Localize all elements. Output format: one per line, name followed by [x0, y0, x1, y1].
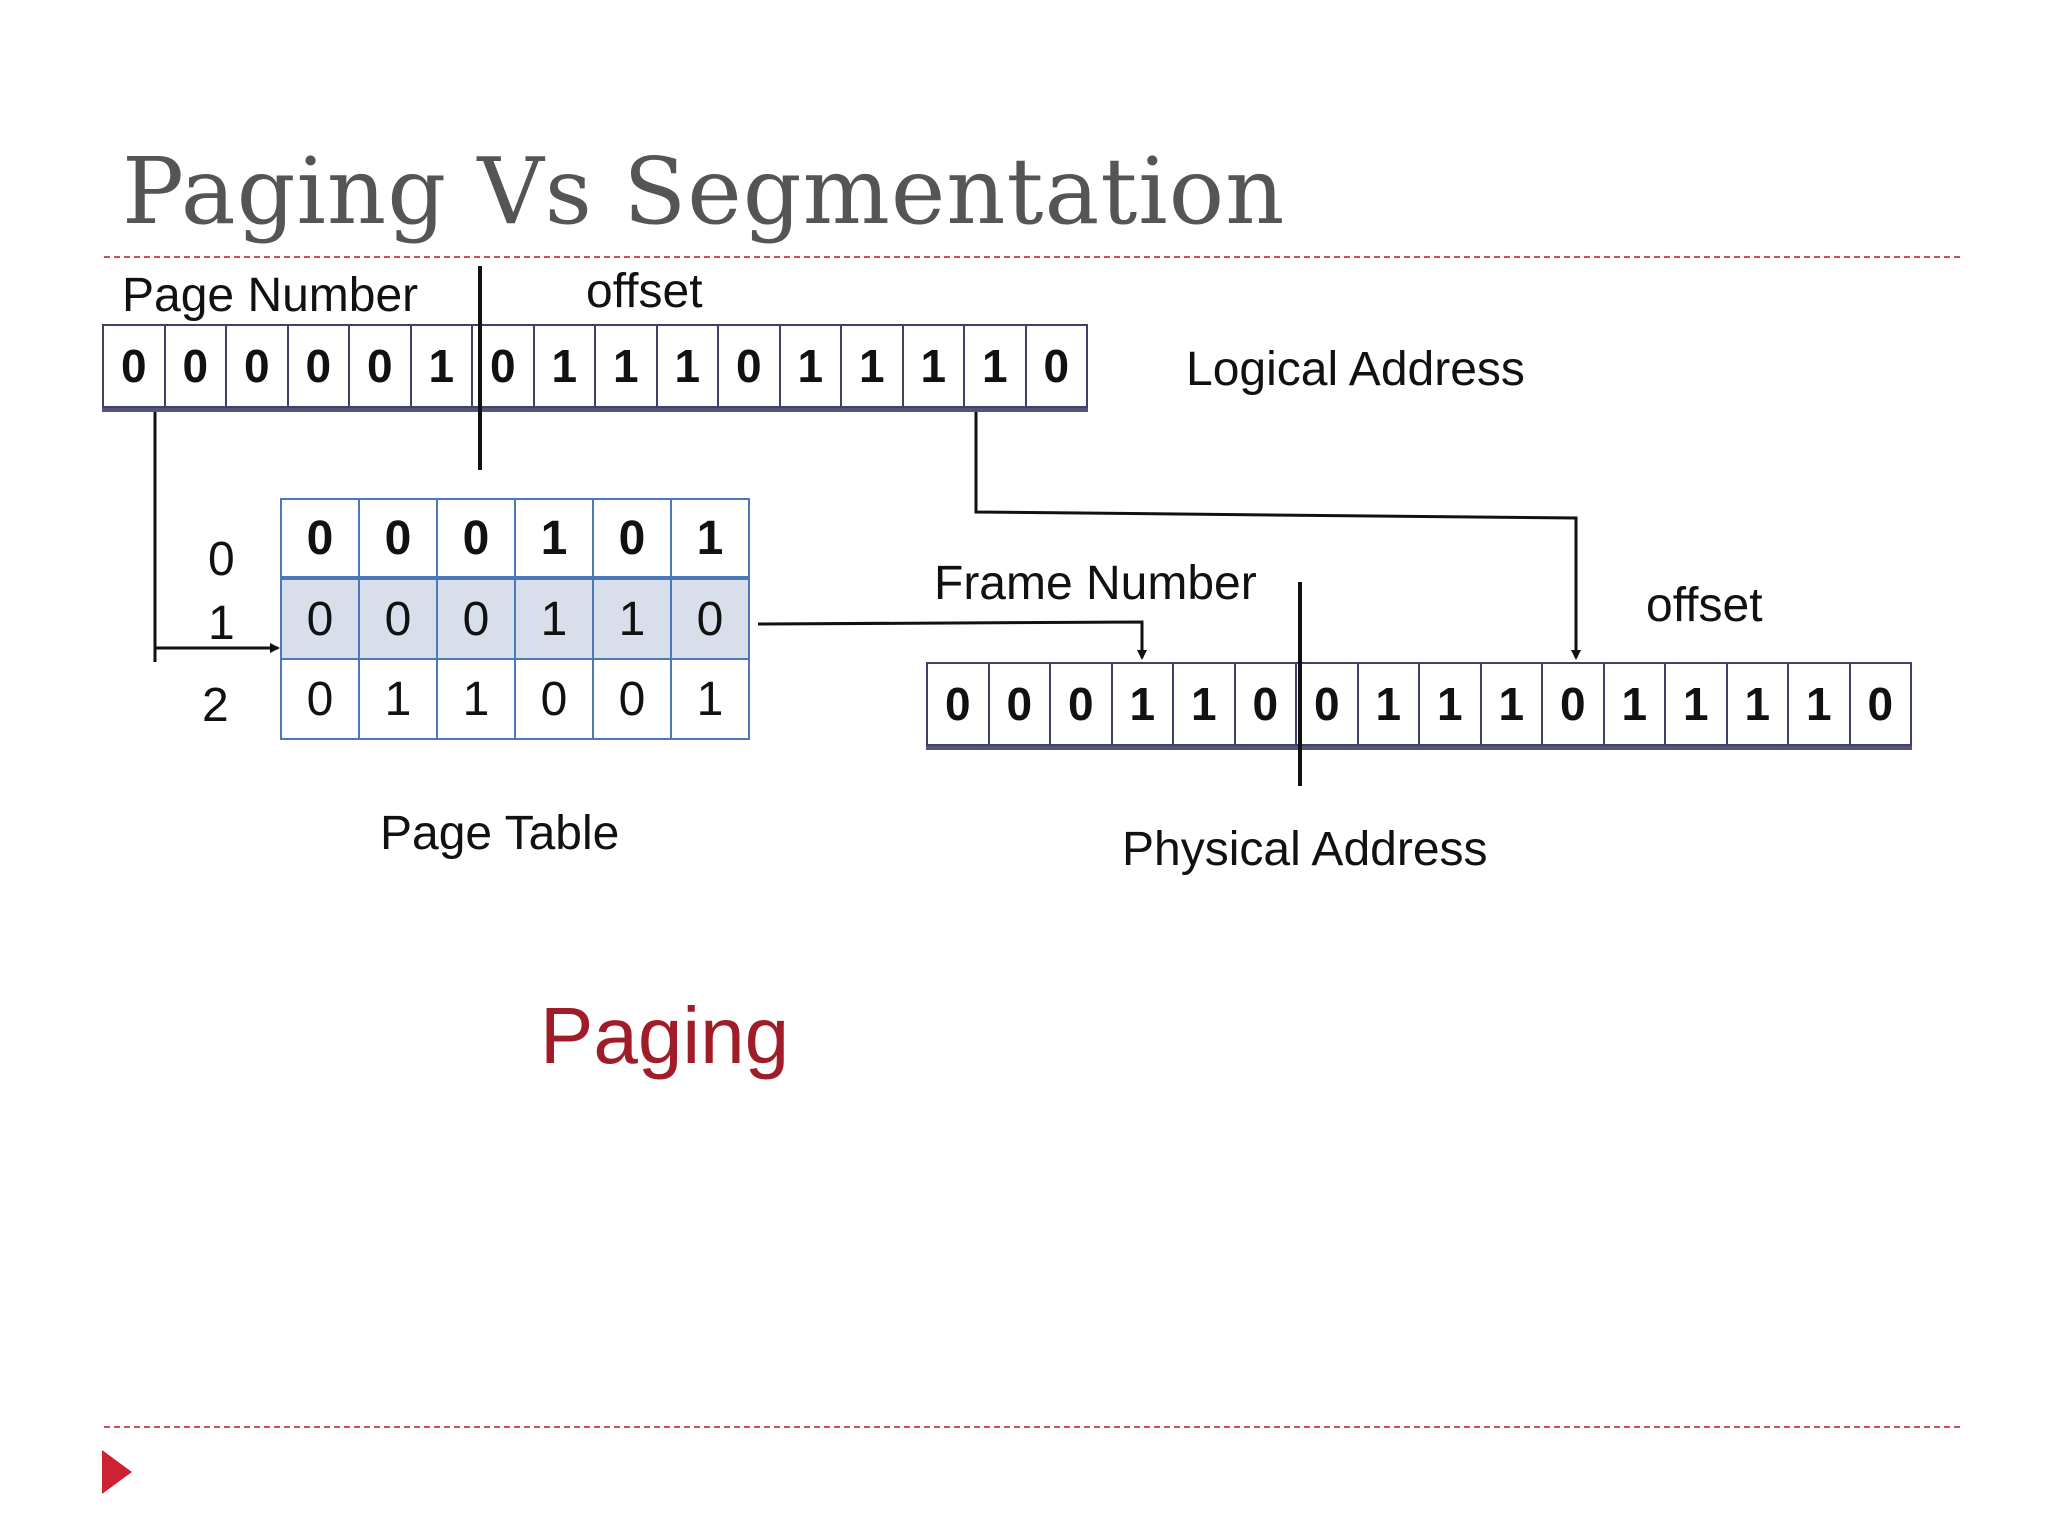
bit-cell: 1 — [840, 324, 904, 408]
page-table-index: 2 — [202, 679, 229, 732]
page-table-cell: 0 — [436, 578, 516, 660]
caption-paging: Paging — [540, 991, 790, 1080]
bit-cell: 0 — [1024, 324, 1088, 408]
page-number-arrow — [153, 412, 278, 662]
bit-cell: 1 — [409, 324, 473, 408]
page-table-index: 0 — [208, 533, 235, 586]
bit-cell: 1 — [532, 324, 596, 408]
frame-offset-divider — [1298, 582, 1302, 786]
slide-title: Paging Vs Segmentation — [122, 138, 1286, 245]
bottom-divider — [104, 1426, 1960, 1428]
physical-address-label: Physical Address — [1122, 823, 1488, 876]
logical-offset-label: offset — [586, 265, 703, 318]
page-table-cell: 1 — [670, 658, 750, 740]
logical-address-label: Logical Address — [1186, 343, 1525, 396]
bit-cell: 0 — [471, 324, 535, 408]
frame-number-label: Frame Number — [934, 557, 1257, 610]
page-table-cell: 0 — [670, 578, 750, 660]
page-table-cell: 1 — [592, 578, 672, 660]
offset-arrow — [974, 412, 1581, 660]
page-table-cell: 0 — [280, 578, 360, 660]
bit-cell: 1 — [1787, 662, 1851, 746]
bit-cell: 1 — [778, 324, 842, 408]
bit-cell: 1 — [963, 324, 1027, 408]
frame-number-arrow — [757, 620, 1147, 660]
page-number-label: Page Number — [122, 269, 419, 322]
page-table-label: Page Table — [380, 807, 620, 860]
bit-cell: 0 — [1295, 662, 1359, 746]
page-offset-divider — [478, 266, 482, 470]
physical-offset-label: offset — [1646, 579, 1763, 632]
page-table-cell: 0 — [358, 578, 438, 660]
triangle-bullet-icon — [102, 1450, 132, 1494]
bit-cell: 0 — [1848, 662, 1912, 746]
page-table-index: 1 — [208, 597, 235, 650]
top-divider — [104, 256, 1960, 258]
